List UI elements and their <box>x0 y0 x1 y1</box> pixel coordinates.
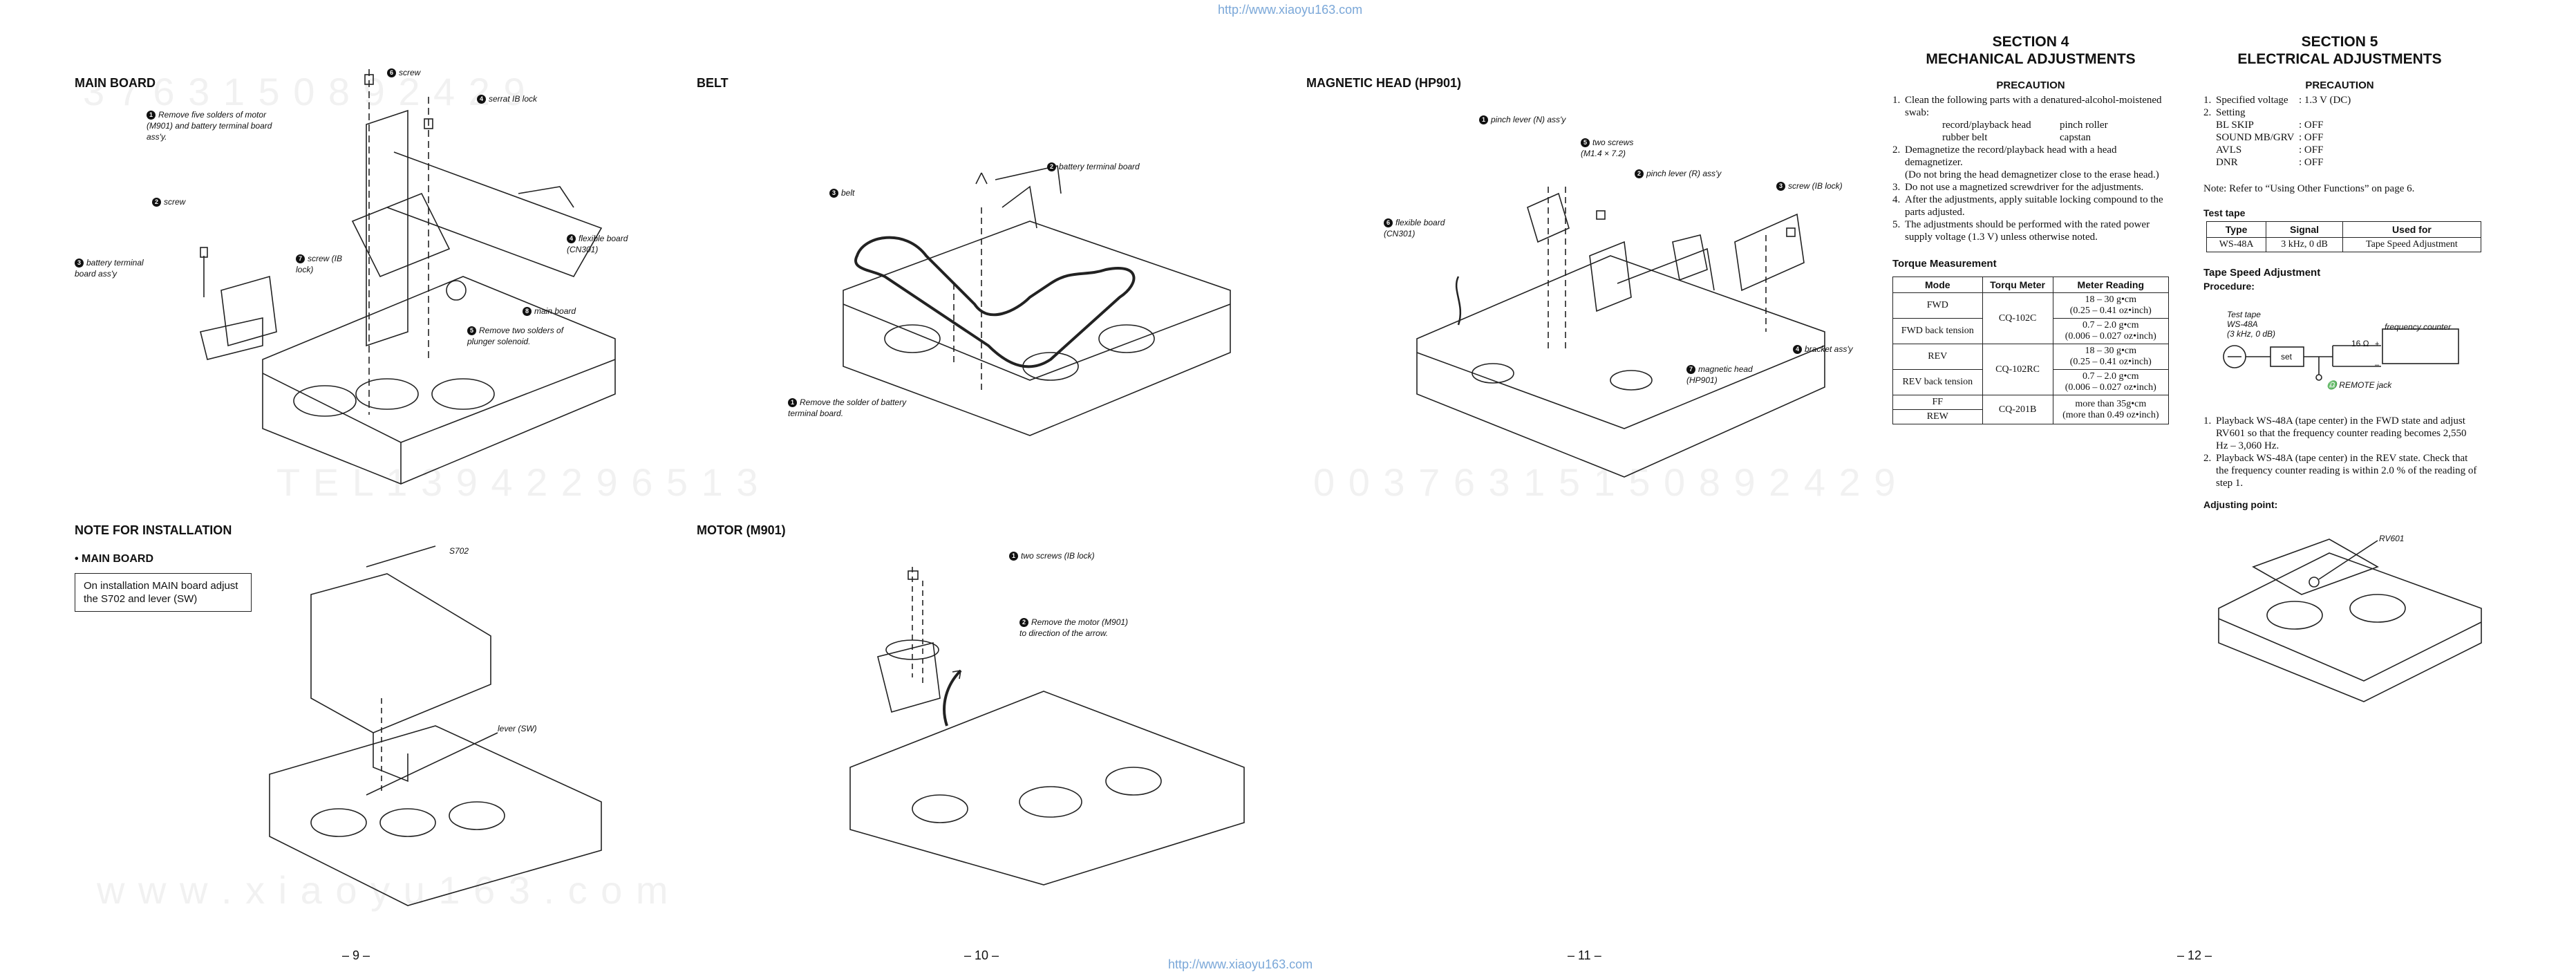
footer-url[interactable]: http://www.xiaoyu163.com <box>1168 957 1313 971</box>
section4-precaution-title: PRECAUTION <box>1996 79 2065 91</box>
tape-header-type: Type <box>2206 221 2267 238</box>
table-row: REV CQ-102RC 18 – 30 g•cm(0.25 – 0.41 oz… <box>1892 344 2170 395</box>
motor-title: MOTOR (M901) <box>697 523 786 537</box>
section5-heading: SECTION 5 ELECTRICAL ADJUSTMENTS <box>2198 33 2481 68</box>
table-row: WS-48A 3 kHz, 0 dB Tape Speed Adjustment <box>2206 237 2482 252</box>
installation-title: NOTE FOR INSTALLATION <box>75 523 232 537</box>
page-number-9: – 9 – <box>342 948 370 962</box>
table-row: FWD CQ-102C 18 – 30 g•cm(0.25 – 0.41 oz•… <box>1892 292 2170 344</box>
torque-table: Mode Torqu Meter Meter Reading FWD CQ-10… <box>1892 277 2170 424</box>
procedure-label: Procedure: <box>2203 281 2255 292</box>
section5-precaution-title: PRECAUTION <box>2305 79 2374 91</box>
section4-line1: SECTION 4 <box>1992 34 2069 50</box>
belt-illustration <box>843 165 1231 436</box>
installation-label-s702: S702 <box>449 546 469 556</box>
section4-line2: MECHANICAL ADJUSTMENTS <box>1926 51 2136 67</box>
watermark-row4: 0 0 3 7 6 3 1 5 1 5 0 8 9 2 4 2 9 <box>1313 460 1897 504</box>
watermark-row1: 3 7 6 3 1 5 0 8 9 2 4 2 9 <box>83 70 527 113</box>
installation-subtitle: • MAIN BOARD <box>75 553 154 565</box>
table-row: REW <box>1892 409 2169 424</box>
diagram-ohm-label: 16 Ω <box>2351 339 2369 348</box>
page-number-12: – 12 – <box>2177 948 2212 962</box>
section5-line1: SECTION 5 <box>2301 34 2378 50</box>
diagram-set-label: set <box>2281 352 2293 362</box>
diagram-test-tape: Test tape WS-48A (3 kHz, 0 dB) <box>2227 310 2276 339</box>
magnetic-head-illustration <box>1416 187 1825 478</box>
rv601-label: RV601 <box>2379 534 2405 543</box>
tape-header-signal: Signal <box>2266 221 2343 238</box>
belt-title: BELT <box>697 76 728 90</box>
watermark-row2: T E L 1 3 9 4 2 2 9 6 5 1 3 <box>276 460 760 504</box>
section5-line2: ELECTRICAL ADJUSTMENTS <box>2237 51 2442 67</box>
section4-heading: SECTION 4 MECHANICAL ADJUSTMENTS <box>1892 33 2169 68</box>
diagram-minus: – <box>2375 361 2380 369</box>
section4-precaution-list: 1.Clean the following parts with a denat… <box>1892 95 2163 243</box>
main-board-title: MAIN BOARD <box>75 76 156 90</box>
tape-header-used: Used for <box>2342 221 2482 238</box>
magnetic-head-title: MAGNETIC HEAD (HP901) <box>1306 76 1462 90</box>
motor-illustration <box>849 567 1245 886</box>
torque-header-meter: Torqu Meter <box>1982 277 2053 293</box>
tape-speed-title: Tape Speed Adjustment <box>2203 267 2321 279</box>
section5-note: Note: Refer to “Using Other Functions” o… <box>2203 183 2415 194</box>
diagram-frequency-counter: frequency counter <box>2385 322 2452 332</box>
torque-header-mode: Mode <box>1892 277 1983 293</box>
adjusting-point-illustration <box>2218 538 2482 702</box>
watermark-row3: w w w . x i a o y u 1 6 3 . c o m <box>97 868 670 912</box>
diagram-remote-jack: ♎ REMOTE jack <box>2326 380 2392 390</box>
table-row: REV back tension 0.7 – 2.0 g•cm(0.006 – … <box>1892 369 2170 395</box>
installation-label-lever: lever (SW) <box>498 724 537 733</box>
page-number-10: – 10 – <box>964 948 999 962</box>
installation-note-box: On installation MAIN board adjust the S7… <box>75 573 252 612</box>
main-board-illustration <box>200 69 616 485</box>
torque-title: Torque Measurement <box>1892 258 1997 270</box>
test-tape-title: Test tape <box>2203 207 2246 218</box>
installation-illustration <box>269 545 602 906</box>
adjusting-point-label: Adjusting point: <box>2203 499 2278 510</box>
tape-header-row: Type Signal Used for <box>2206 221 2482 238</box>
page-number-11: – 11 – <box>1568 948 1601 962</box>
headphone-icon: ♎ <box>2326 380 2337 390</box>
test-tape-table: Type Signal Used for WS-48A 3 kHz, 0 dB … <box>2206 221 2482 252</box>
header-url[interactable]: http://www.xiaoyu163.com <box>1218 3 1363 17</box>
tape-speed-steps: 1.Playback WS-48A (tape center) in the F… <box>2203 415 2477 489</box>
tape-speed-diagram <box>2223 328 2459 381</box>
diagram-plus: + <box>2375 340 2380 348</box>
torque-header-row: Mode Torqu Meter Meter Reading <box>1892 277 2170 293</box>
table-row: FWD back tension 0.7 – 2.0 g•cm(0.006 – … <box>1892 318 2170 344</box>
torque-header-reading: Meter Reading <box>2052 277 2170 293</box>
section5-settings: 1.Specified voltage: 1.3 V (DC) 2.Settin… <box>2203 95 2351 168</box>
table-row: FF CQ-201B more than 35g•cm(more than 0.… <box>1892 395 2170 424</box>
